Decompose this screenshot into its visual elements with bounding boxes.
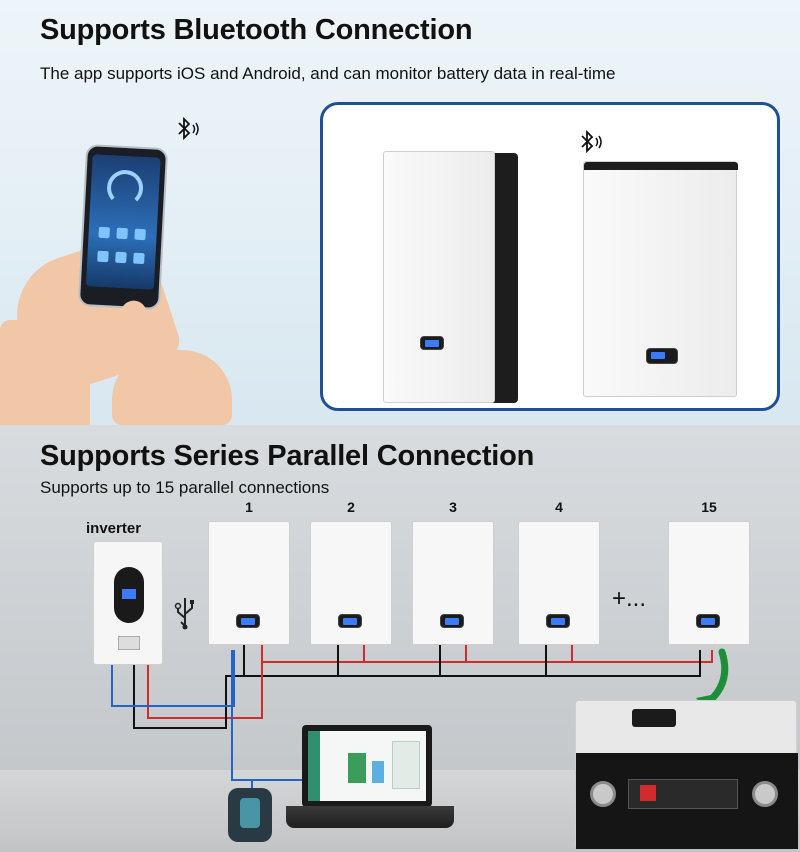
pointing-hand xyxy=(112,350,232,425)
battery-display xyxy=(236,614,260,628)
usb-plug xyxy=(228,788,272,842)
module-number-4: 4 xyxy=(555,499,563,515)
battery-unit-front xyxy=(583,161,738,397)
battery-display xyxy=(338,614,362,628)
parallel-title: Supports Series Parallel Connection xyxy=(40,440,535,472)
module-number-2: 2 xyxy=(347,499,355,515)
laptop xyxy=(302,725,432,807)
inverter-label: inverter xyxy=(86,520,142,537)
terminal-panel xyxy=(576,753,798,849)
bluetooth-title: Supports Bluetooth Connection xyxy=(40,14,473,46)
battery-module-4 xyxy=(518,521,600,645)
battery-display xyxy=(646,348,678,364)
bluetooth-icon xyxy=(581,129,602,154)
battery-terminal-closeup xyxy=(575,700,798,849)
battery-module-15 xyxy=(668,521,750,645)
module-number-15: 15 xyxy=(701,499,717,515)
battery-top-edge xyxy=(584,162,738,170)
battery-display xyxy=(546,614,570,628)
inverter-warning-label xyxy=(118,636,140,650)
bluetooth-subtitle: The app supports iOS and Android, and ca… xyxy=(40,64,616,83)
inverter xyxy=(93,541,163,665)
inverter-display xyxy=(114,567,144,623)
monitoring-software xyxy=(308,731,426,801)
usb-icon xyxy=(174,598,194,630)
battery-module-1 xyxy=(208,521,290,645)
battery-unit-angled xyxy=(383,151,495,403)
wrist xyxy=(0,320,90,425)
battery-display xyxy=(696,614,720,628)
battery-display xyxy=(440,614,464,628)
module-number-1: 1 xyxy=(245,499,253,515)
laptop-keyboard xyxy=(286,806,454,828)
module-number-3: 3 xyxy=(449,499,457,515)
bluetooth-icon xyxy=(178,116,199,141)
battery-display xyxy=(420,336,444,350)
battery-frame xyxy=(320,102,780,411)
parallel-subtitle: Supports up to 15 parallel connections xyxy=(40,478,330,497)
battery-module-2 xyxy=(310,521,392,645)
more-modules-ellipsis: +... xyxy=(612,585,647,612)
battery-module-3 xyxy=(412,521,494,645)
